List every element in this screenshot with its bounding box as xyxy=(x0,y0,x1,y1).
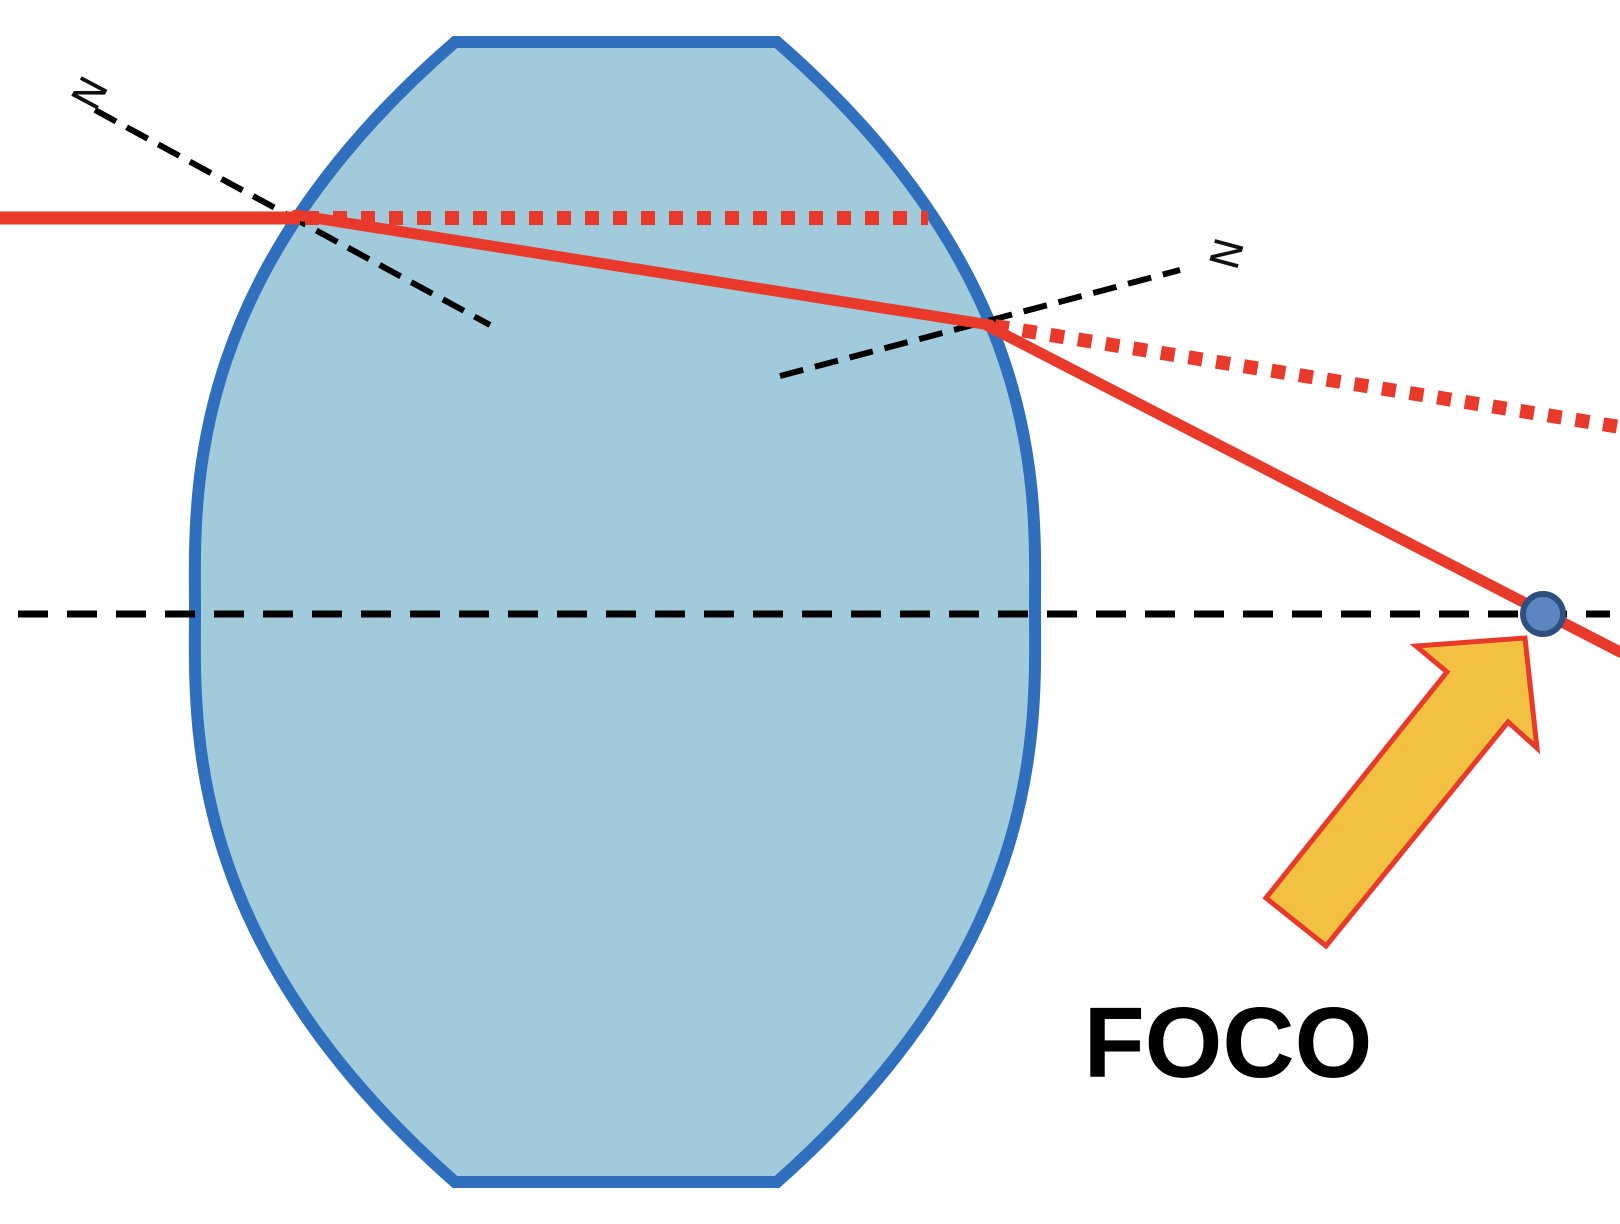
normal-line-second-surface xyxy=(779,267,1181,379)
inner-ray-extension xyxy=(993,319,1620,434)
focus-label: FOCO xyxy=(1084,987,1373,1099)
refracted-ray-inside-lens xyxy=(290,209,996,331)
focus-pointer-arrow xyxy=(1262,635,1541,950)
normal-label-left: N xyxy=(61,68,116,116)
emergent-ray xyxy=(982,320,1620,658)
focal-point xyxy=(1520,591,1566,637)
normal-label-right: N xyxy=(1202,234,1254,275)
